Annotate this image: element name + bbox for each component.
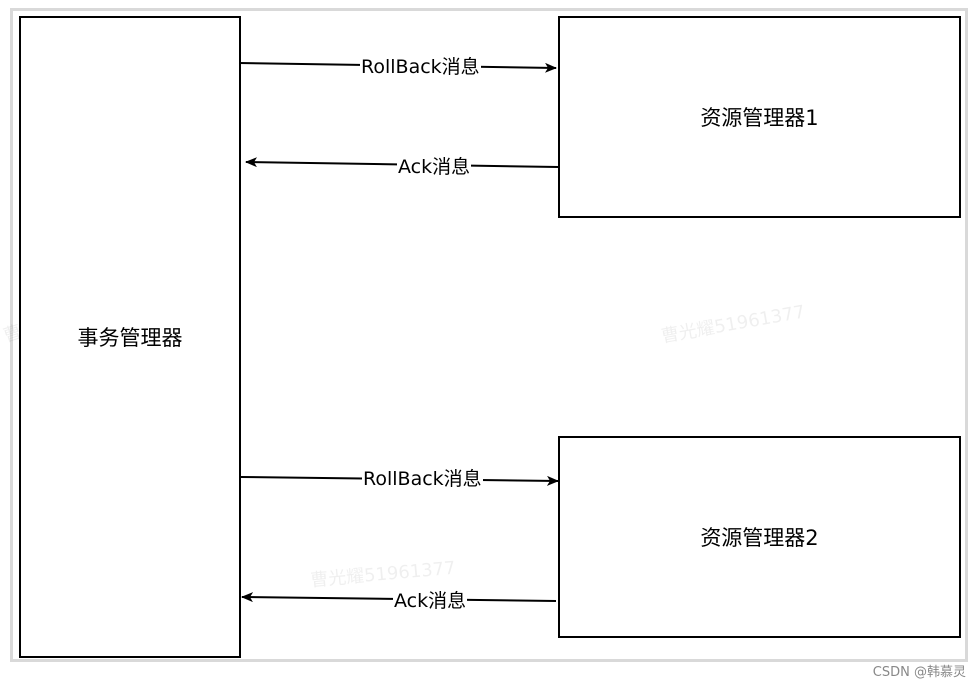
- edge-rollback-1-label: RollBack消息: [360, 56, 481, 78]
- transaction-manager-node: 事务管理器: [19, 16, 241, 658]
- resource-manager-2-node: 资源管理器2: [558, 436, 961, 638]
- diagram-frame: [10, 8, 968, 662]
- resource-manager-1-node: 资源管理器1: [558, 16, 961, 218]
- edge-rollback-2-label: RollBack消息: [362, 468, 483, 490]
- edge-ack-2-label: Ack消息: [393, 590, 468, 612]
- resource-manager-2-label: 资源管理器2: [700, 526, 819, 550]
- edge-ack-1-label: Ack消息: [397, 156, 472, 178]
- csdn-credit: CSDN @韩慕灵: [872, 665, 966, 680]
- resource-manager-1-label: 资源管理器1: [700, 106, 819, 130]
- transaction-manager-label: 事务管理器: [77, 326, 183, 350]
